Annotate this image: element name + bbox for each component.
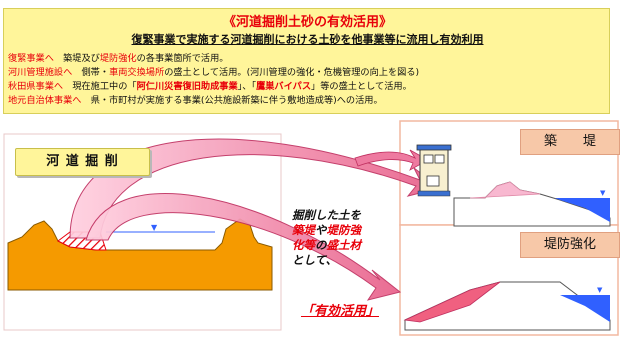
mid-line-1: 掘削した土を (292, 208, 361, 222)
middle-description: 掘削した土を 築堤や堤防強 化等の盛土材 として、 (292, 208, 402, 268)
banner-row-kasen: 河川管理施設へ 側帯・車両交換場所の盛土として活用。(河川管理の強化・危機管理の… (8, 67, 420, 78)
water-chikutei (555, 198, 610, 222)
mid-line-4: として、 (292, 253, 338, 267)
water-kyoka (560, 295, 610, 322)
label-chikutei: 築 堤 (520, 129, 620, 155)
water-mark-kyoka: ▼ (597, 286, 603, 294)
label-kyoka: 堤防強化 (520, 232, 620, 258)
embankment-kyoka-reinforce (403, 281, 501, 323)
mid-line-3: 化等の盛土材 (292, 238, 361, 252)
arrow-small-top (354, 149, 429, 171)
yuko-katsuyou: 「有効活用」 (300, 304, 379, 319)
left-label-kadou-kussaku: 河 道 掘 削 (15, 148, 150, 176)
top-banner: 《河道掘削土砂の有効活用》 復緊事業で実施する河道掘削における土砂を他事業等に流… (3, 8, 610, 114)
banner-row-jichitai: 地元自治体事業へ 県・市町村が実施する事業(公共施設新築に伴う敷地造成等)への活… (8, 95, 383, 106)
arrow-to-kyoka (85, 193, 402, 301)
banner-row-akita: 秋田県事業へ 現在施工中の「阿仁川災害復旧助成事業」、「鷹巣バイパス」等の盛土と… (8, 81, 412, 92)
water-mark-chikutei: ▼ (600, 189, 606, 197)
river-section-fill (7, 218, 273, 291)
embankment-chikutei-fill (469, 181, 541, 199)
house-icon (416, 144, 452, 197)
mid-line-2: 築堤や堤防強 (292, 223, 361, 237)
banner-title: 《河道掘削土砂の有効活用》 (222, 15, 392, 30)
water-mark-left: ▼ (151, 223, 158, 232)
banner-subtitle: 復緊事業で実施する河道掘削における土砂を他事業等に流用し有効利用 (131, 33, 484, 46)
banner-row-fukkin: 復緊事業へ 築堤及び堤防強化の各事業箇所で活用。 (8, 53, 229, 64)
